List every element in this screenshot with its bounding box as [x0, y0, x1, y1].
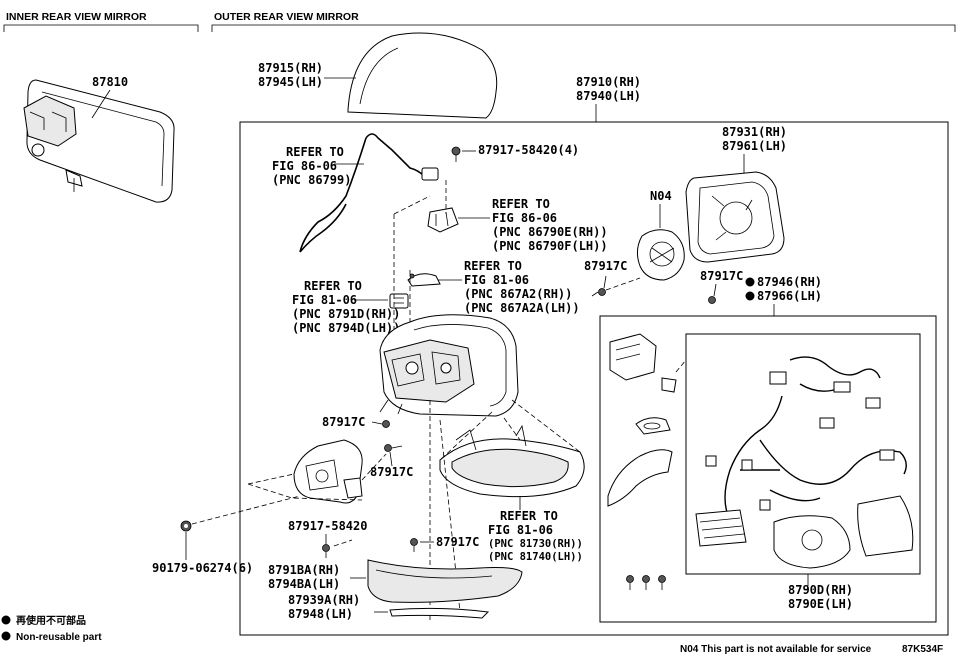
refer4-line1: REFER TO: [304, 279, 362, 293]
turn-signal-socket: [427, 207, 459, 233]
mirror-glass: [685, 171, 785, 263]
leader-87917c-right: [603, 275, 607, 289]
refer3-line2: FIG 81-06: [464, 273, 529, 287]
assembly-guides-base: [247, 453, 387, 501]
guide-87917-58420: [333, 539, 353, 547]
side-turn-lamp: [439, 424, 585, 498]
mirror-cover: [347, 32, 498, 119]
assembly-guides-upper: [393, 180, 447, 380]
guide-87917c-right: [605, 277, 641, 291]
harness-kit-inner-box: [685, 333, 921, 575]
label-87917c-mid: 87917C: [700, 269, 743, 283]
refer5-line3: (PNC 81730(RH)): [488, 538, 583, 550]
trim-strip: [389, 607, 490, 619]
refer2-line2: FIG 86-06: [492, 211, 557, 225]
legend-jp: 再使用不可部品: [16, 614, 86, 627]
leader-87810: [91, 89, 111, 119]
label-87917c-lower: 87917C: [436, 535, 479, 549]
screw-87917c-mid: [708, 296, 716, 304]
wire-harness: [299, 133, 425, 253]
leader-87917c-mid: [713, 283, 717, 297]
subkit-screws: [626, 575, 666, 590]
label-87966: 87966(LH): [757, 289, 822, 303]
assembly-guides-lamp: [439, 399, 581, 461]
screw-87917c-right: [591, 288, 606, 297]
mirror-visor-body: [379, 314, 519, 417]
refer2-line4: (PNC 86790F(LH)): [492, 239, 608, 253]
mirror-base-bracket: [293, 439, 363, 504]
screw-87917c-center: [384, 444, 403, 452]
nonreusable-dot-87946: [745, 277, 755, 287]
label-87810: 87810: [92, 75, 128, 89]
refer3-line1: REFER TO: [464, 259, 522, 273]
inner-header-bracket: [3, 24, 199, 32]
label-87948: 87948(LH): [288, 607, 353, 621]
inner-mirror-header: INNER REAR VIEW MIRROR: [6, 11, 147, 23]
footer-code: 87K534F: [902, 644, 943, 655]
refer4-line3: (PNC 8791D(RH)): [292, 307, 400, 321]
camera-piece-8791d: [389, 293, 409, 309]
lower-cover: [367, 559, 523, 603]
label-87939a: 87939A(RH): [288, 593, 360, 607]
subkit-motor-unit: [609, 333, 677, 393]
label-87940: 87940(LH): [576, 89, 641, 103]
legend-dot-en: [1, 631, 11, 641]
label-8790d: 8790D(RH): [788, 583, 853, 597]
label-87915: 87915(RH): [258, 61, 323, 75]
refer2-line3: (PNC 86790E(RH)): [492, 225, 608, 239]
nonreusable-dot-87966: [745, 291, 755, 301]
label-87961: 87961(LH): [722, 139, 787, 153]
label-90179: 90179-06274(6): [152, 561, 253, 575]
refer4-line2: FIG 81-06: [292, 293, 357, 307]
subkit-cover-trim: [607, 449, 673, 507]
outer-mirror-assembly-box: [239, 121, 949, 636]
label-n04: N04: [650, 189, 672, 203]
screw-87917c-upper-left: [382, 420, 390, 428]
mirror-cover-edge: [359, 47, 399, 105]
legend-dot-jp: [1, 615, 11, 625]
refer1-line3: (PNC 86799): [272, 173, 351, 187]
screw-87917c-lower: [410, 538, 418, 546]
refer2-line1: REFER TO: [492, 197, 550, 211]
harness-kit-wiring: [695, 356, 914, 569]
screw-87917-58420: [322, 544, 330, 558]
refer3-line3: (PNC 867A2(RH)): [464, 287, 572, 301]
inner-mirror-drawing: [23, 79, 175, 203]
refer5-line4: (PNC 81740(LH)): [488, 551, 583, 563]
label-87917-58420: 87917-58420: [288, 519, 367, 533]
refer1-line1: REFER TO: [286, 145, 344, 159]
guide-clip-90179: [191, 495, 301, 525]
label-87917c-right: 87917C: [584, 259, 627, 273]
guide-subkit-motor: [675, 359, 687, 373]
label-8791ba: 8791BA(RH): [268, 563, 340, 577]
subkit-ring-clip: [635, 417, 671, 435]
subkit-box: [599, 315, 937, 623]
refer3-line4: (PNC 867A2A(LH)): [464, 301, 580, 315]
leader-87917c-upper-left: [371, 421, 383, 425]
mirror-actuator-n04: [636, 229, 685, 281]
outer-header-bracket: [211, 24, 956, 32]
refer5-line2: FIG 81-06: [488, 523, 553, 537]
outer-mirror-header: OUTER REAR VIEW MIRROR: [214, 11, 359, 23]
refer5-line1: REFER TO: [500, 509, 558, 523]
harness-connector: [421, 167, 439, 181]
label-87946: 87946(RH): [757, 275, 822, 289]
screw-87917-58420-4: [451, 146, 461, 162]
label-87917c-center: 87917C: [370, 465, 413, 479]
label-87910: 87910(RH): [576, 75, 641, 89]
footer-note: N04 This part is not available for servi…: [680, 644, 872, 655]
label-87917c-upper-left: 87917C: [322, 415, 365, 429]
leader-87917c-center: [389, 451, 393, 467]
label-87931: 87931(RH): [722, 125, 787, 139]
label-87917-58420-4: 87917-58420(4): [478, 143, 579, 157]
legend-en: Non-reusable part: [16, 632, 102, 643]
label-87945: 87945(LH): [258, 75, 323, 89]
clip-90179: [180, 520, 192, 532]
label-8794ba: 8794BA(LH): [268, 577, 340, 591]
refer4-line4: (PNC 8794D(LH)): [292, 321, 400, 335]
refer1-line2: FIG 86-06: [272, 159, 337, 173]
lamp-bracket-867a2: [407, 273, 441, 287]
label-8790e: 8790E(LH): [788, 597, 853, 611]
